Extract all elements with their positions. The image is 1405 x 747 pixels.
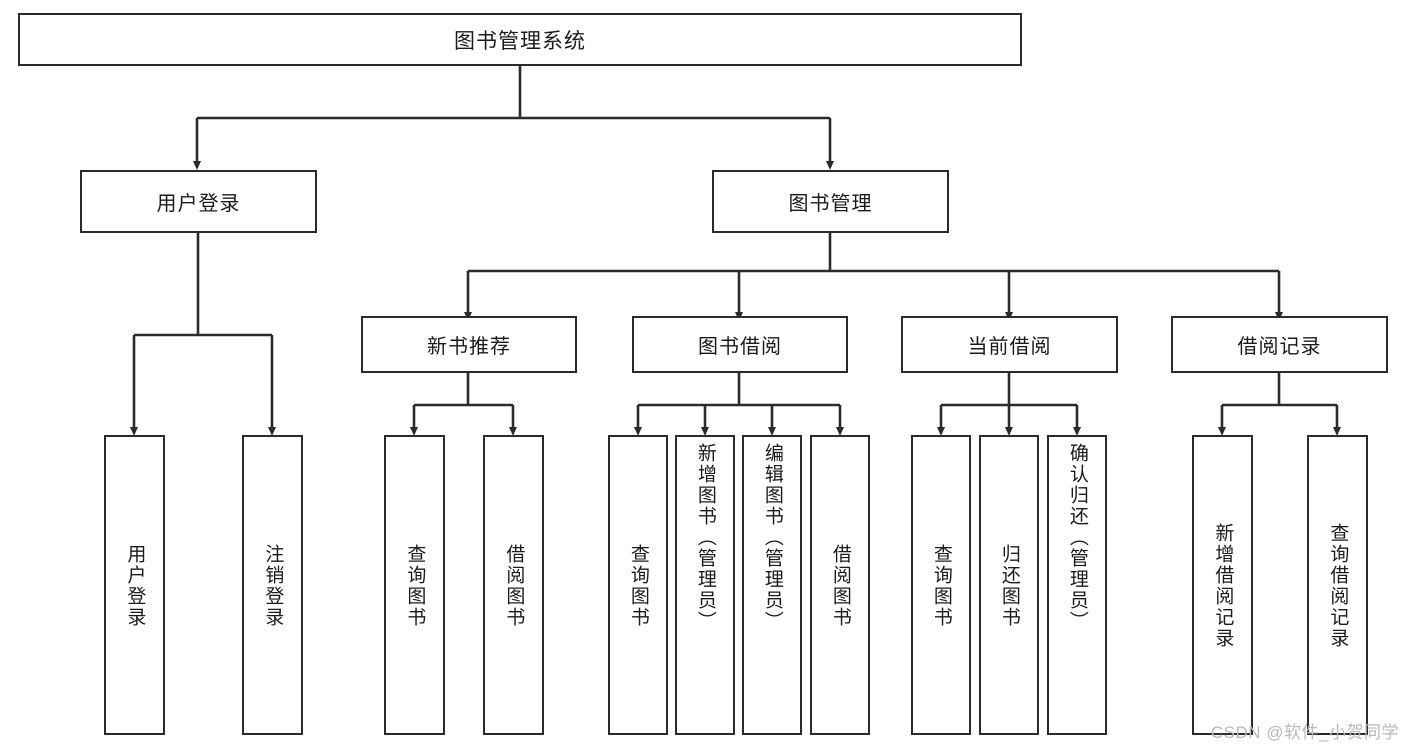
leaf-query-borrow-record[interactable]: 查询借阅记录 <box>1307 435 1368 735</box>
node-user-login[interactable]: 用户登录 <box>80 170 317 233</box>
leaf-borrow-book-recommend[interactable]: 借阅图书 <box>483 435 544 735</box>
node-label: 查询图书 <box>404 544 426 628</box>
node-label: 借阅记录 <box>1237 336 1322 358</box>
node-new-book-recommend[interactable]: 新书推荐 <box>361 316 577 373</box>
node-label: 归还图书 <box>998 544 1020 628</box>
node-borrow-record[interactable]: 借阅记录 <box>1171 316 1388 373</box>
node-book-borrow[interactable]: 图书借阅 <box>632 316 848 373</box>
leaf-query-book-recommend[interactable]: 查询图书 <box>384 435 445 735</box>
node-label: 新增借阅记录 <box>1212 523 1234 649</box>
leaf-add-book-admin[interactable]: 新增图书（管理员） <box>675 435 735 735</box>
node-label: 图书管理系统 <box>454 29 586 53</box>
node-label: 用户登录 <box>124 544 146 628</box>
node-label: 查询图书 <box>627 544 649 628</box>
node-current-borrow[interactable]: 当前借阅 <box>901 316 1118 373</box>
node-label: 图书管理 <box>788 193 873 215</box>
node-label: 新增图书（管理员） <box>694 443 716 632</box>
node-label: 借阅图书 <box>503 544 525 628</box>
leaf-user-login[interactable]: 用户登录 <box>104 435 165 735</box>
node-label: 图书借阅 <box>698 336 782 358</box>
node-label: 借阅图书 <box>829 544 851 628</box>
node-label: 当前借阅 <box>967 336 1052 358</box>
node-label: 查询图书 <box>930 544 952 628</box>
leaf-confirm-return-admin[interactable]: 确认归还（管理员） <box>1047 435 1107 735</box>
leaf-query-book-borrow[interactable]: 查询图书 <box>608 435 668 735</box>
node-label: 确认归还（管理员） <box>1066 443 1088 632</box>
leaf-borrow-book[interactable]: 借阅图书 <box>810 435 870 735</box>
leaf-add-borrow-record[interactable]: 新增借阅记录 <box>1192 435 1253 735</box>
leaf-return-book[interactable]: 归还图书 <box>979 435 1039 735</box>
node-label: 注销登录 <box>262 544 284 628</box>
leaf-edit-book-admin[interactable]: 编辑图书（管理员） <box>742 435 802 735</box>
node-label: 新书推荐 <box>427 336 511 358</box>
node-root-system[interactable]: 图书管理系统 <box>18 13 1022 66</box>
node-book-management[interactable]: 图书管理 <box>712 170 949 233</box>
watermark-text: CSDN @软件_小贺同学 <box>1210 723 1399 742</box>
node-label: 编辑图书（管理员） <box>761 443 783 632</box>
node-label: 查询借阅记录 <box>1327 523 1349 649</box>
leaf-logout[interactable]: 注销登录 <box>242 435 303 735</box>
leaf-query-book-current[interactable]: 查询图书 <box>911 435 971 735</box>
node-label: 用户登录 <box>156 193 241 215</box>
